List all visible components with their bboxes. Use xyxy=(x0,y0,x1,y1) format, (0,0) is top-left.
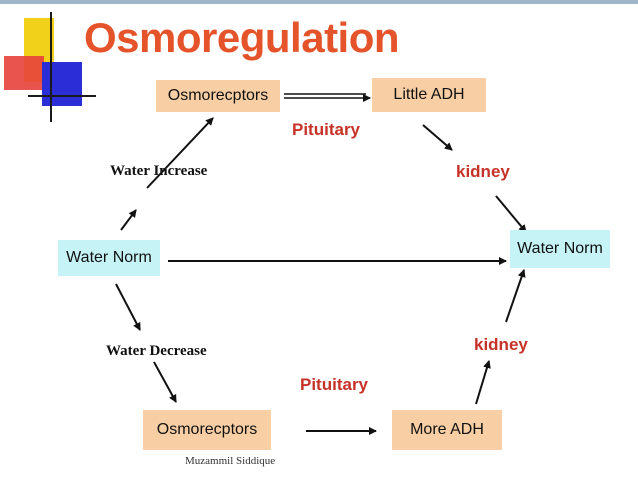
arrow-kidney-to-water-norm xyxy=(495,195,527,233)
arrow-little-adh-to-kidney xyxy=(422,124,453,151)
footer-author: Muzammil Siddique xyxy=(185,455,276,467)
node-water-norm-right: Water Norm xyxy=(510,230,610,268)
node-osmorecptors-top: Osmorecptors xyxy=(156,80,280,112)
node-water-norm-right-label: Water Norm xyxy=(517,240,603,257)
decor-horizontal-line xyxy=(28,95,96,97)
slide-title: Osmoregulation xyxy=(84,14,400,61)
label-kidney-bottom: kidney xyxy=(474,335,528,354)
decor-blue-square xyxy=(42,62,82,106)
node-osmorecptors-bottom-label: Osmorecptors xyxy=(156,421,258,438)
arrow-increase-to-osmo xyxy=(146,117,214,189)
label-pituitary-top: Pituitary xyxy=(292,120,361,139)
label-water-increase: Water Increase xyxy=(110,163,208,179)
node-little-adh: Little ADH xyxy=(372,78,486,112)
node-water-norm-left: Water Norm xyxy=(58,240,160,276)
node-more-adh-label: More ADH xyxy=(410,421,484,438)
decor-red-square xyxy=(4,56,44,90)
node-osmorecptors-top-label: Osmorecptors xyxy=(167,87,269,104)
arrow-decrease-to-osmo xyxy=(153,361,177,403)
label-water-decrease: Water Decrease xyxy=(106,343,207,359)
node-more-adh: More ADH xyxy=(392,410,502,450)
arrow-more-adh-to-kidney xyxy=(475,360,491,405)
arrow-norm-to-increase xyxy=(120,209,137,231)
node-little-adh-label: Little ADH xyxy=(393,86,465,103)
node-water-norm-left-label: Water Norm xyxy=(66,249,152,266)
decor-vertical-line xyxy=(50,12,52,122)
arrow-kidney-bottom-to-water-norm xyxy=(505,269,526,323)
node-osmorecptors-bottom: Osmorecptors xyxy=(143,410,271,450)
arrow-norm-to-decrease xyxy=(115,283,141,331)
label-pituitary-bottom: Pituitary xyxy=(300,375,369,394)
label-kidney-top: kidney xyxy=(456,162,510,181)
top-border-bar xyxy=(0,0,638,4)
